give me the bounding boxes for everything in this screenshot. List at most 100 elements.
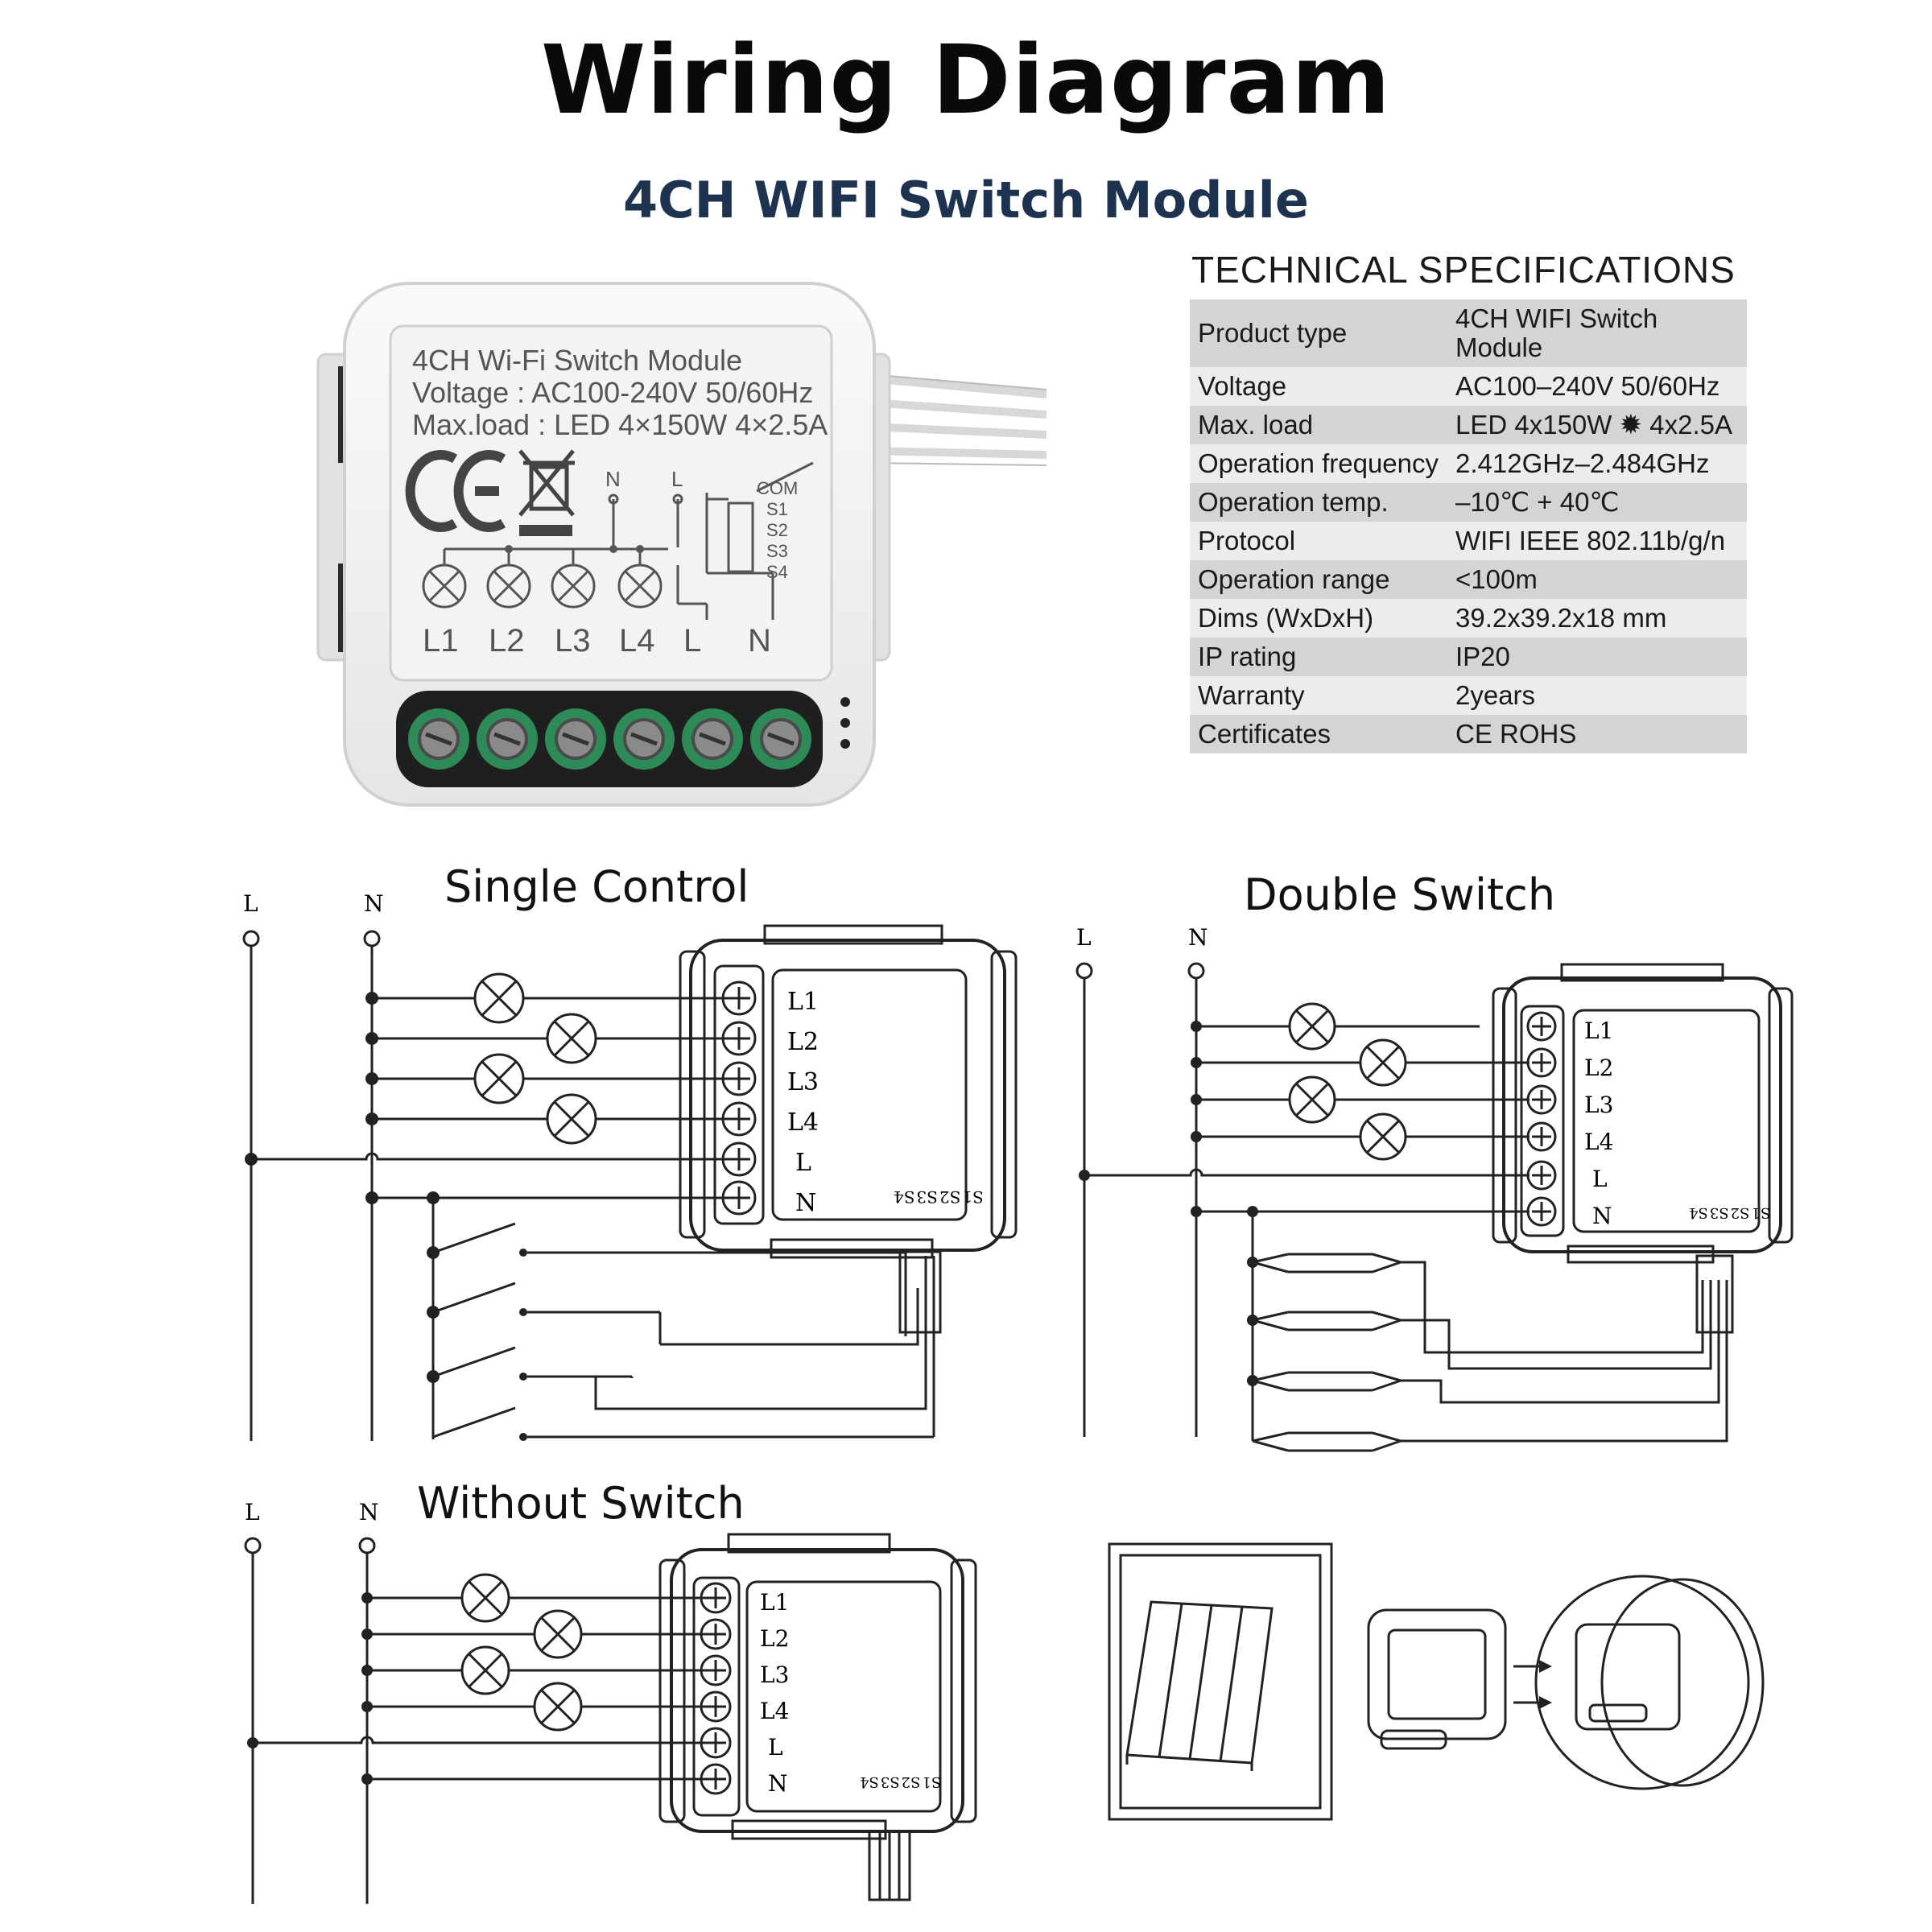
spec-value: 2.412GHz–2.484GHz bbox=[1455, 448, 1710, 478]
spec-title: TECHNICAL SPECIFICATIONS bbox=[1191, 249, 1736, 291]
device-wires bbox=[869, 374, 1047, 459]
spec-value-a: LED 4x150W bbox=[1455, 410, 1612, 440]
without-n-label: N bbox=[359, 1499, 379, 1525]
pin-s3: S3 bbox=[766, 541, 788, 561]
sun-icon: ✹ bbox=[1619, 410, 1643, 440]
spec-label: Certificates bbox=[1198, 719, 1331, 749]
spec-value: WIFI IEEE 802.11b/g/n bbox=[1455, 526, 1726, 555]
term-l4: L4 bbox=[1584, 1129, 1614, 1155]
spec-row: Protocol WIFI IEEE 802.11b/g/n bbox=[1190, 522, 1747, 560]
single-module-terminals: L1 L2 L3 L4 L N bbox=[787, 982, 819, 1224]
terminal-l: L bbox=[683, 623, 702, 658]
term-l1: L1 bbox=[760, 1589, 790, 1616]
spec-row: Operation frequency 2.412GHz–2.484GHz bbox=[1190, 444, 1747, 483]
spec-row: Operation range<100m bbox=[1190, 560, 1747, 599]
without-l-label: L bbox=[245, 1499, 260, 1525]
without-terminal-screws bbox=[700, 1582, 732, 1795]
device-label-maxload: Max.load : LED 4×150W 4×2.5A bbox=[412, 408, 828, 441]
spec-value: <100m bbox=[1455, 564, 1538, 594]
terminal-n: N bbox=[748, 623, 771, 658]
spec-label: Warranty bbox=[1198, 680, 1305, 710]
spec-value: –10℃ + 40℃ bbox=[1455, 487, 1620, 517]
term-l2: L2 bbox=[760, 1625, 790, 1652]
pin: S3 bbox=[1709, 1204, 1729, 1221]
pin-s2: S2 bbox=[766, 520, 788, 540]
term-l: L bbox=[1592, 1166, 1608, 1192]
label-lamps bbox=[422, 564, 663, 609]
single-l-label: L bbox=[243, 890, 258, 917]
term-n: N bbox=[768, 1770, 788, 1797]
section-title-single: Single Control bbox=[444, 861, 749, 912]
spec-row: Operation temp. –10℃ + 40℃ bbox=[1190, 483, 1747, 522]
single-terminal-screws bbox=[721, 980, 757, 1216]
section-title-without: Without Switch bbox=[417, 1478, 745, 1529]
single-control-diagram bbox=[242, 924, 1018, 1441]
term-l: L bbox=[795, 1149, 811, 1177]
term-l2: L2 bbox=[1584, 1055, 1614, 1081]
pin: S1 bbox=[922, 1773, 942, 1790]
spec-label: Protocol bbox=[1198, 526, 1296, 555]
term-l3: L3 bbox=[760, 1662, 790, 1688]
device-switch-pins: COM S1 S2 S3 S4 bbox=[757, 478, 798, 583]
pin: S4 bbox=[860, 1773, 879, 1790]
terminal-screws bbox=[408, 708, 811, 770]
double-terminal-screws bbox=[1526, 1011, 1557, 1227]
device-top-n: N bbox=[605, 467, 621, 491]
term-l4: L4 bbox=[787, 1108, 819, 1137]
installation-illustration bbox=[1108, 1542, 1765, 1821]
without-switch-diagram bbox=[244, 1533, 977, 1904]
weee-bin-icon bbox=[518, 449, 575, 517]
pin: S1 bbox=[962, 1187, 984, 1207]
pin: S1 bbox=[1751, 1204, 1771, 1221]
label-circuit bbox=[443, 461, 814, 620]
pin: S2 bbox=[901, 1773, 921, 1790]
pin-s1: S1 bbox=[766, 499, 788, 519]
term-l2: L2 bbox=[787, 1028, 819, 1056]
term-l3: L3 bbox=[1584, 1092, 1614, 1118]
device-label-text: 4CH Wi-Fi Switch Module Voltage : AC100-… bbox=[412, 345, 828, 441]
pin: S3 bbox=[880, 1773, 900, 1790]
pin-s4: S4 bbox=[766, 562, 788, 582]
term-l4: L4 bbox=[760, 1698, 790, 1724]
section-title-double: Double Switch bbox=[1244, 869, 1556, 920]
spec-value: 39.2x39.2x18 mm bbox=[1455, 603, 1667, 633]
device-label-title: 4CH Wi-Fi Switch Module bbox=[412, 344, 743, 377]
spec-row: Max. load LED 4x150W ✹ 4x2.5A bbox=[1190, 406, 1747, 444]
ce-mark-icon bbox=[405, 450, 506, 532]
term-l3: L3 bbox=[787, 1068, 819, 1096]
spec-label: IP rating bbox=[1198, 642, 1297, 671]
pin: S4 bbox=[1689, 1204, 1708, 1221]
install-arrows bbox=[1539, 1660, 1552, 1709]
terminal-l1: L1 bbox=[423, 623, 459, 658]
single-switch-pin-labels: S1 S2 S3 S4 bbox=[894, 1187, 984, 1207]
double-switch-pin-labels: S1 S2 S3 S4 bbox=[1689, 1204, 1771, 1221]
term-l: L bbox=[768, 1734, 783, 1761]
spec-value: 4CH WIFI Switch Module bbox=[1455, 303, 1658, 362]
spec-label: Dims (WxDxH) bbox=[1198, 603, 1374, 633]
double-switch-diagram bbox=[1075, 962, 1794, 1452]
pin: S2 bbox=[939, 1187, 961, 1207]
pin: S4 bbox=[894, 1187, 915, 1207]
spec-row: Dims (WxDxH) 39.2x39.2x18 mm bbox=[1190, 599, 1747, 638]
double-n-label: N bbox=[1188, 924, 1208, 951]
spec-label: Max. load bbox=[1198, 410, 1314, 440]
terminal-l4: L4 bbox=[619, 623, 655, 658]
pin-com: COM bbox=[757, 478, 799, 498]
spec-value: LED 4x150W ✹ 4x2.5A bbox=[1447, 406, 1747, 444]
spec-label: Operation frequency bbox=[1198, 448, 1439, 478]
device-terminal-labels: L1 L2 L3 L4 L N bbox=[423, 623, 809, 659]
single-n-label: N bbox=[364, 890, 384, 917]
term-n: N bbox=[1592, 1203, 1612, 1229]
device-label-voltage: Voltage : AC100-240V 50/60Hz bbox=[412, 376, 814, 409]
double-l-label: L bbox=[1076, 924, 1092, 951]
spec-value-b: 4x2.5A bbox=[1649, 410, 1733, 440]
spec-label: Operation temp. bbox=[1198, 487, 1389, 517]
device-top-l: L bbox=[671, 467, 683, 491]
